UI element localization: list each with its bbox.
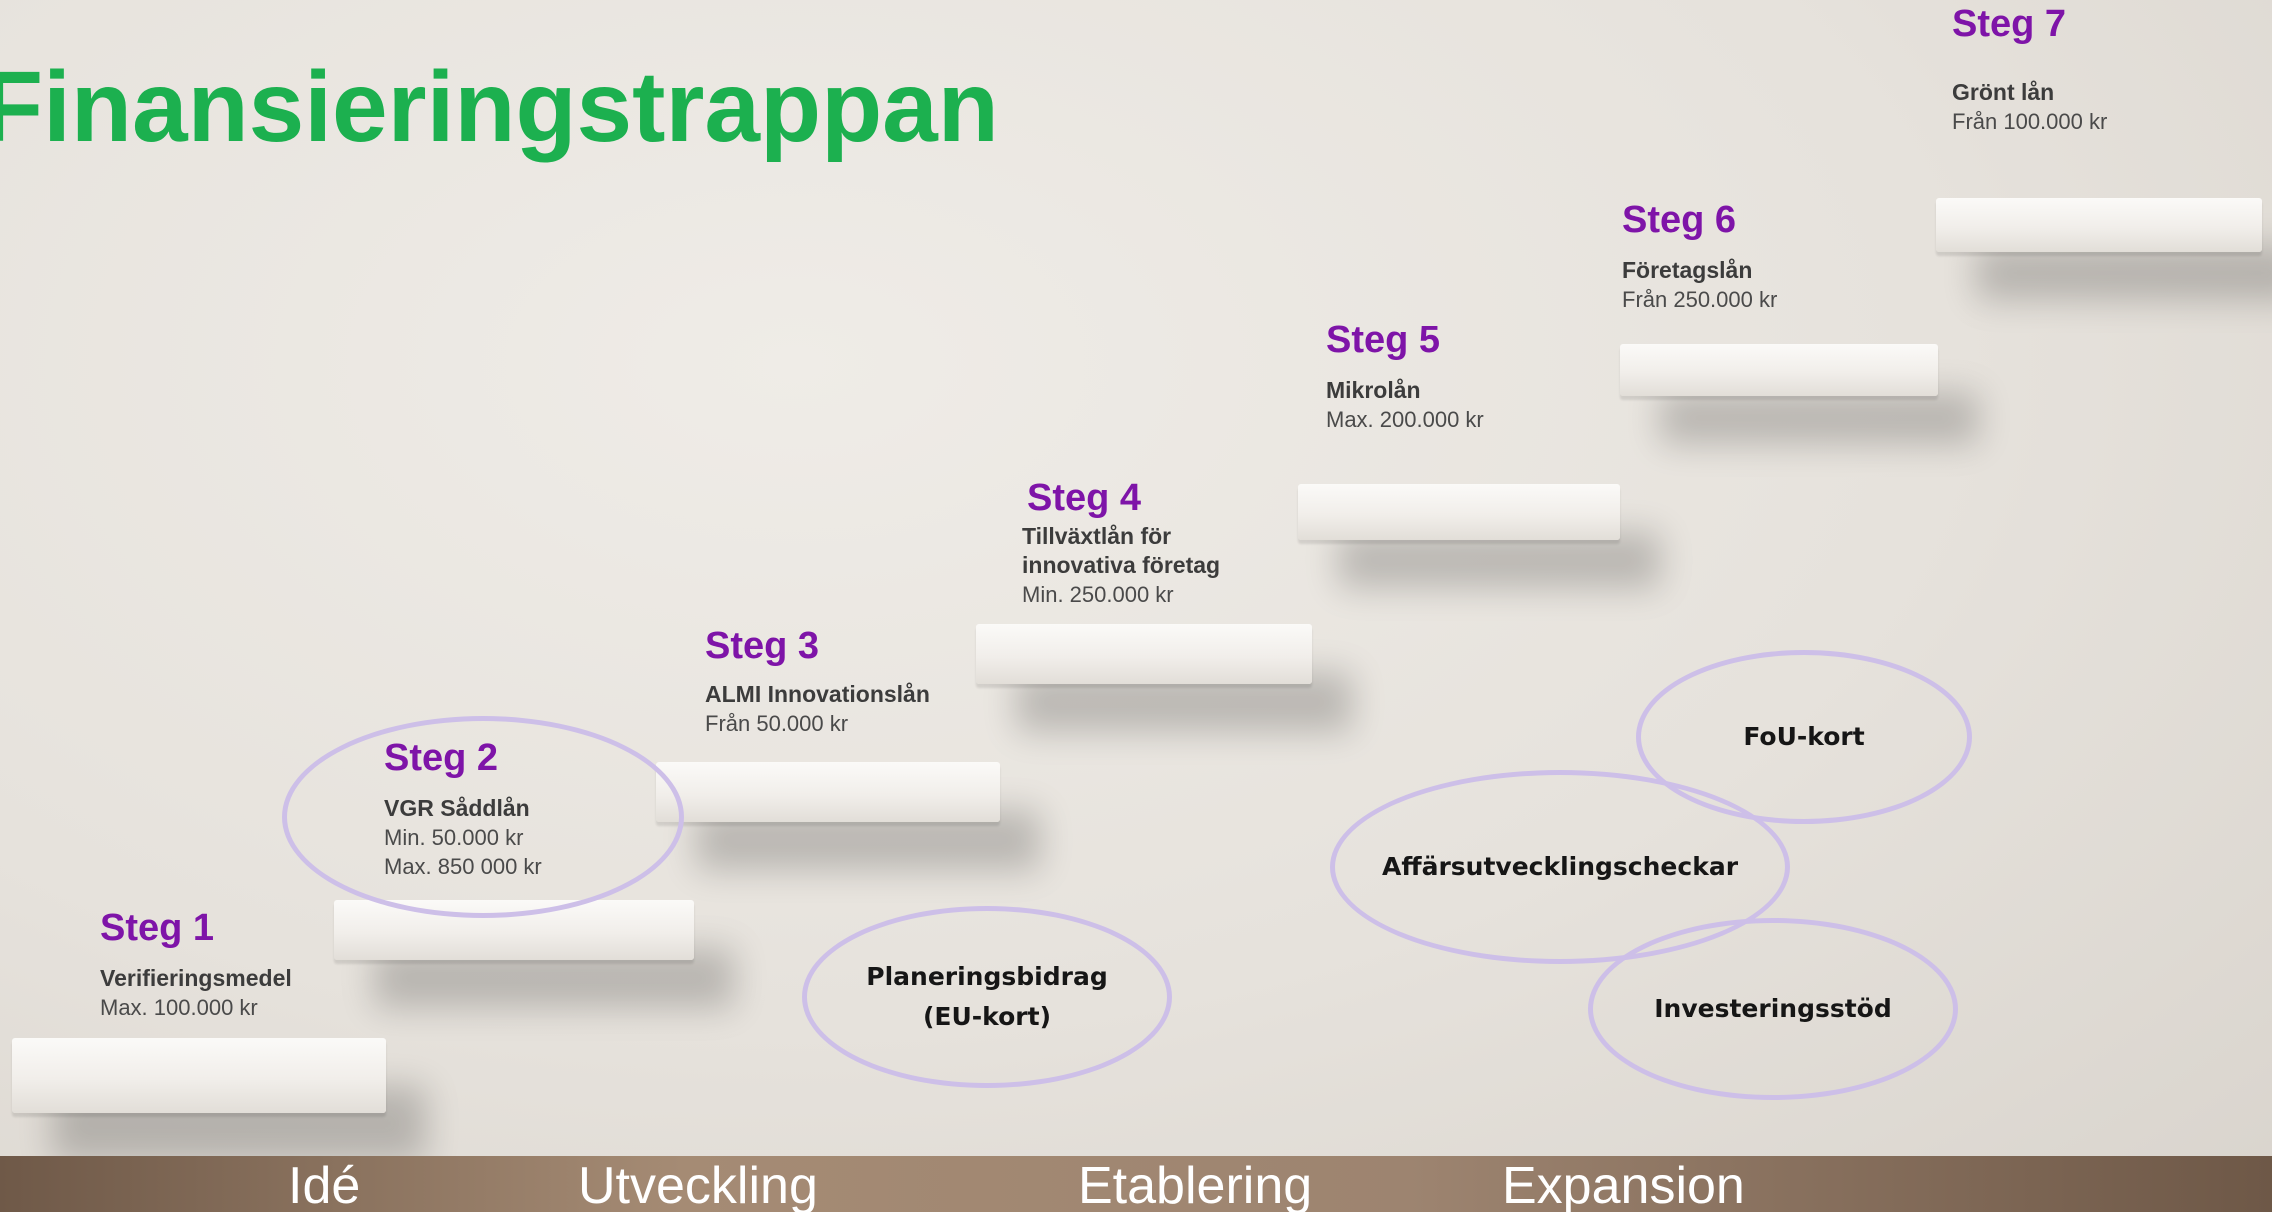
grant-fou-kort: FoU-kort — [1636, 650, 1972, 824]
phase-bar: Idé Utveckling Etablering Expansion — [0, 1156, 2272, 1212]
step-amount: Från 50.000 kr — [705, 711, 849, 737]
step-loan-name: Verifieringsmedel — [100, 964, 292, 991]
step-loan-name: Tillväxtlån för innovativa företag — [1022, 522, 1221, 579]
stair-4 — [976, 624, 1312, 684]
step-2: Steg 2 VGR Såddlån Min. 50.000 kr Max. 8… — [384, 736, 542, 881]
step-heading: Steg 3 — [705, 625, 820, 667]
stair-5 — [1298, 484, 1620, 540]
step-heading: Steg 6 — [1622, 199, 1737, 241]
step-loan-name: ALMI Innovationslån — [705, 680, 930, 707]
stair-6 — [1620, 344, 1938, 396]
step-amount: Max. 100.000 kr — [100, 995, 258, 1021]
grant-label: Investeringsstöd — [1654, 994, 1892, 1023]
stair-1 — [12, 1038, 386, 1113]
step-4: Steg 4 Tillväxtlån för innovativa företa… — [1022, 476, 1220, 610]
step-heading: Steg 5 — [1326, 319, 1441, 361]
grant-label: Planeringsbidrag (EU-kort) — [866, 962, 1108, 1031]
diagram-title: Finansieringstrappan — [0, 51, 999, 163]
grant-investeringsstod: Investeringsstöd — [1588, 918, 1958, 1100]
stair-7 — [1936, 198, 2262, 252]
step-heading: Steg 1 — [100, 907, 215, 949]
step-loan-name: Grönt lån — [1952, 78, 2055, 105]
step-6: Steg 6 Företagslån Från 250.000 kr — [1622, 198, 1777, 314]
step-7: Steg 7 Grönt lån Från 100.000 kr — [1952, 2, 2107, 136]
step-heading: Steg 2 — [384, 737, 499, 779]
grant-planeringsbidrag: Planeringsbidrag (EU-kort) — [802, 906, 1172, 1088]
grant-affarsutvecklingscheckar: Affärsutvecklingscheckar — [1330, 770, 1790, 964]
step-amount: Max. 850 000 kr — [384, 854, 542, 880]
step-heading: Steg 4 — [1027, 477, 1142, 519]
phase-utveckling: Utveckling — [578, 1157, 818, 1212]
oval-step-2 — [282, 716, 684, 918]
phase-expansion: Expansion — [1502, 1157, 1745, 1212]
step-amount: Min. 250.000 kr — [1022, 582, 1174, 608]
step-amount: Max. 200.000 kr — [1326, 407, 1484, 433]
step-loan-name: Mikrolån — [1326, 376, 1421, 403]
step-3: Steg 3 ALMI Innovationslån Från 50.000 k… — [705, 624, 930, 738]
phase-etablering: Etablering — [1078, 1157, 1313, 1212]
grant-label: Affärsutvecklingscheckar — [1381, 852, 1739, 881]
step-loan-name: VGR Såddlån — [384, 794, 530, 821]
step-amount: Min. 50.000 kr — [384, 825, 524, 851]
step-heading: Steg 7 — [1952, 3, 2067, 45]
phase-ide: Idé — [288, 1157, 361, 1212]
step-amount: Från 100.000 kr — [1952, 109, 2108, 135]
step-5: Steg 5 Mikrolån Max. 200.000 kr — [1326, 318, 1484, 434]
step-loan-name: Företagslån — [1622, 256, 1753, 283]
grant-label: FoU-kort — [1743, 722, 1865, 751]
step-1: Steg 1 Verifieringsmedel Max. 100.000 kr — [100, 906, 292, 1022]
step-amount: Från 250.000 kr — [1622, 287, 1778, 313]
stair-3 — [656, 762, 1000, 822]
